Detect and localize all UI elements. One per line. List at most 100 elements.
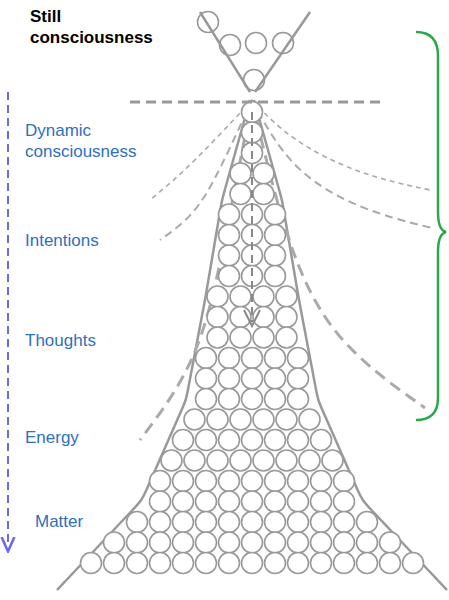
particle-circle	[207, 286, 228, 307]
particle-circle	[311, 512, 332, 533]
particle-circle	[230, 450, 251, 471]
particle-circle	[219, 532, 240, 553]
particle-circle	[242, 389, 263, 410]
particle-circle	[311, 471, 332, 492]
particle-circle	[104, 553, 125, 574]
particle-circle	[173, 532, 194, 553]
particle-circle	[219, 204, 240, 225]
particle-circle	[265, 245, 286, 266]
layer-label: Dynamic consciousness	[25, 120, 155, 163]
particle-circle	[127, 512, 148, 533]
particle-circle	[207, 409, 228, 430]
particle-circle	[219, 225, 240, 246]
particle-circle	[253, 327, 274, 348]
particle-circle	[150, 471, 171, 492]
particle-circle	[242, 512, 263, 533]
particle-circle	[242, 553, 263, 574]
particle-circle	[242, 368, 263, 389]
particle-circle	[219, 491, 240, 512]
descent-arrow	[7, 92, 9, 545]
particle-circle	[276, 286, 297, 307]
particle-circle	[311, 491, 332, 512]
layer-heading: Still consciousness	[30, 6, 180, 49]
funnel-right-line	[254, 100, 447, 590]
particle-circle	[150, 532, 171, 553]
particle-circle	[265, 204, 286, 225]
particle-circle	[288, 430, 309, 451]
particle-circle	[196, 348, 217, 369]
particle-circle	[288, 389, 309, 410]
cone-left-line	[200, 12, 250, 92]
particle-circle	[196, 389, 217, 410]
particle-circle	[288, 348, 309, 369]
particle-circle	[219, 430, 240, 451]
particle-circle	[196, 471, 217, 492]
particle-circle	[196, 512, 217, 533]
layer-label: Energy	[25, 427, 125, 448]
green-bracket	[416, 32, 446, 420]
particle-circle	[253, 184, 274, 205]
particle-circle	[299, 450, 320, 471]
particle-circle	[196, 553, 217, 574]
particle-circle	[276, 409, 297, 430]
particle-circle	[207, 450, 228, 471]
particle-circle	[288, 368, 309, 389]
particle-circle	[219, 266, 240, 287]
particle-circle	[380, 532, 401, 553]
particle-circle	[357, 512, 378, 533]
particle-circle	[253, 286, 274, 307]
particle-circle	[288, 471, 309, 492]
particle-circle	[150, 553, 171, 574]
particle-circle	[357, 553, 378, 574]
particle-circle	[150, 491, 171, 512]
particle-circle	[253, 450, 274, 471]
particle-circle	[253, 163, 274, 184]
particle-circle	[276, 327, 297, 348]
particle-circle	[276, 307, 297, 328]
particle-circle	[265, 266, 286, 287]
particle-circle	[173, 553, 194, 574]
particle-circle	[403, 553, 424, 574]
particle-circle	[242, 532, 263, 553]
particle-circle	[230, 163, 251, 184]
particle-circle	[265, 553, 286, 574]
particle-circle	[127, 532, 148, 553]
particle-circle	[334, 512, 355, 533]
layer-curves	[57, 100, 447, 590]
particle-circle	[219, 245, 240, 266]
particle-circle	[196, 430, 217, 451]
particle-circle	[311, 430, 332, 451]
particle-circle	[242, 471, 263, 492]
particle-circle	[246, 33, 267, 54]
particle-circle	[311, 553, 332, 574]
particle-circle	[230, 286, 251, 307]
particle-circle	[253, 409, 274, 430]
particle-circle	[104, 532, 125, 553]
particle-circle	[334, 532, 355, 553]
particle-circle	[219, 471, 240, 492]
particle-circle	[219, 368, 240, 389]
particle-circle	[242, 430, 263, 451]
inner-arrow	[244, 112, 260, 326]
particle-circle	[380, 553, 401, 574]
layer-boundary-curve	[160, 100, 252, 240]
particle-circle	[150, 512, 171, 533]
layer-boundary-curve	[252, 100, 425, 408]
particle-circle	[288, 491, 309, 512]
particle-circle	[334, 491, 355, 512]
particle-circle	[184, 450, 205, 471]
particle-circle	[207, 307, 228, 328]
particle-circle	[219, 553, 240, 574]
particle-circle	[265, 491, 286, 512]
particle-circle	[242, 491, 263, 512]
particle-circle	[230, 327, 251, 348]
particle-circle	[173, 471, 194, 492]
particle-circle	[161, 450, 182, 471]
particle-circle	[81, 553, 102, 574]
particle-circle	[311, 532, 332, 553]
layer-label: Intentions	[25, 230, 135, 251]
particle-circle	[242, 348, 263, 369]
particle-circle	[196, 368, 217, 389]
particle-circle	[173, 512, 194, 533]
